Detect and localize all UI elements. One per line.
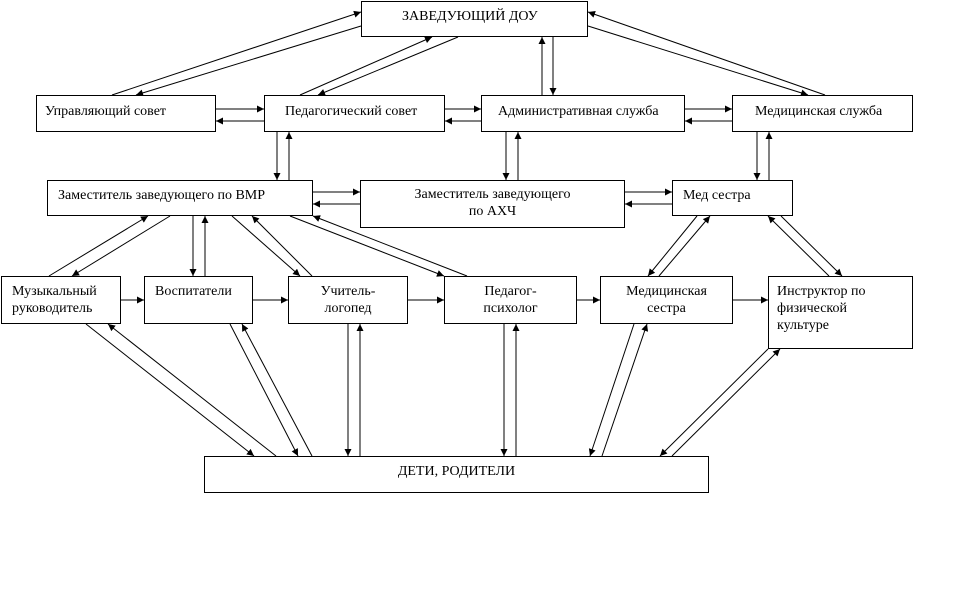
admin-line-1: Административная служба <box>498 104 659 119</box>
box-teach: Воспитатели <box>144 276 253 324</box>
box-music: Музыкальный руководитель <box>1 276 121 324</box>
arrow-children-to-phys <box>671 348 781 457</box>
mednurse-line-1: Медицинская <box>626 284 707 299</box>
box-mednurse: Медицинская сестра <box>600 276 733 324</box>
box-children: ДЕТИ, РОДИТЕЛИ <box>204 456 709 493</box>
nurse-line-1: Мед сестра <box>683 188 751 203</box>
box-admin: Административная служба <box>481 95 685 132</box>
arrow-phys-to-children <box>659 348 769 457</box>
arrow-head-to-med <box>587 25 809 97</box>
arrow-head-to-ped <box>317 36 459 96</box>
box-psych: Педагог- психолог <box>444 276 577 324</box>
arrow-board-to-head <box>111 10 362 96</box>
arrow-children-to-teach <box>241 323 313 457</box>
ahch-line-1: Заместитель заведующего <box>414 187 571 202</box>
music-line-1: Музыкальный <box>12 284 97 299</box>
psych-line-2: психолог <box>483 301 538 316</box>
music-line-2: руководитель <box>12 301 93 316</box>
mednurse-line-2: сестра <box>647 301 686 316</box>
arrow-logo-to-vmr <box>251 215 313 277</box>
arrow-mednurse-to-nurse <box>658 215 711 277</box>
arrow-nurse-to-phys <box>780 215 843 277</box>
arrow-mednurse-to-children <box>588 323 635 457</box>
box-med: Медицинская служба <box>732 95 913 132</box>
arrow-teach-to-children <box>229 323 299 457</box>
phys-line-3: культуре <box>777 318 829 333</box>
box-vmr: Заместитель заведующего по ВМР <box>47 180 313 216</box>
med-line-1: Медицинская служба <box>755 104 883 119</box>
arrow-nurse-to-mednurse <box>647 215 698 277</box>
arrow-psych-to-vmr <box>312 215 468 277</box>
arrow-head-to-board <box>135 25 362 97</box>
box-logo: Учитель- логопед <box>288 276 408 324</box>
phys-line-1: Инструктор по <box>777 284 866 299</box>
logo-line-2: логопед <box>324 301 372 316</box>
ahch-line-2: по АХЧ <box>468 204 517 219</box>
logo-line-1: Учитель- <box>320 284 376 299</box>
arrow-vmr-to-psych <box>289 215 445 277</box>
teach-line-1: Воспитатели <box>155 284 232 299</box>
arrow-ped-to-head <box>299 36 433 96</box>
arrow-phys-to-nurse <box>767 215 830 277</box>
psych-line-1: Педагог- <box>484 284 537 299</box>
box-ahch: Заместитель заведующего по АХЧ <box>360 180 625 228</box>
head-line-1: ЗАВЕДУЮЩИЙ ДОУ <box>402 9 538 24</box>
arrow-children-to-mednurse <box>601 323 649 457</box>
box-ped: Педагогический совет <box>264 95 445 132</box>
arrow-music-to-children <box>85 323 255 457</box>
phys-line-2: физической <box>777 301 847 316</box>
ped-line-1: Педагогический совет <box>285 104 418 119</box>
box-head: ЗАВЕДУЮЩИЙ ДОУ <box>361 1 588 37</box>
box-phys: Инструктор по физической культуре <box>768 276 913 349</box>
arrow-vmr-to-logo <box>231 215 301 277</box>
box-nurse: Мед сестра <box>672 180 793 216</box>
vmr-line-1: Заместитель заведующего по ВМР <box>58 188 266 203</box>
children-line-1: ДЕТИ, РОДИТЕЛИ <box>397 464 516 479</box>
arrow-music-to-vmr <box>48 215 149 277</box>
arrow-vmr-to-music <box>71 215 171 277</box>
box-board: Управляющий совет <box>36 95 216 132</box>
arrow-med-to-head <box>587 11 826 96</box>
arrow-children-to-music <box>107 323 277 457</box>
board-line-1: Управляющий совет <box>45 104 167 119</box>
